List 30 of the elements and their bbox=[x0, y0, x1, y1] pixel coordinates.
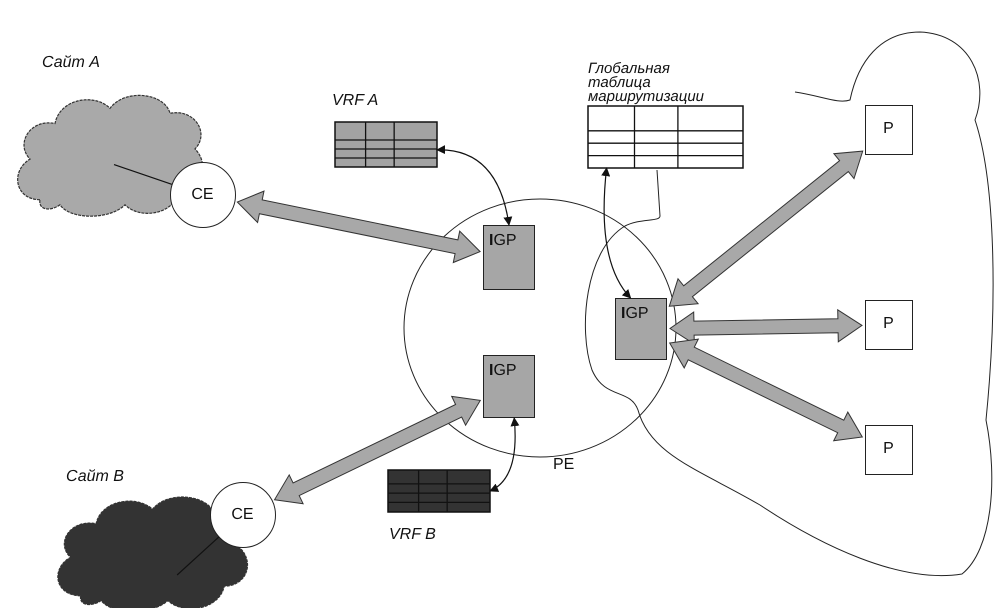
router-label: P bbox=[882, 440, 895, 458]
router-label: CE bbox=[190, 186, 215, 204]
protocol-label: IGP bbox=[489, 232, 517, 250]
connector-line bbox=[176, 536, 219, 576]
table-label: Глобальная таблица маршрутизации bbox=[588, 62, 706, 104]
double-arrow bbox=[236, 190, 481, 264]
protocol-label: IGP bbox=[489, 362, 517, 380]
protocol-box bbox=[483, 225, 535, 290]
curved-arrow bbox=[601, 167, 632, 299]
protocol-label: IGP bbox=[621, 305, 649, 323]
router-box bbox=[865, 300, 913, 350]
double-arrow bbox=[669, 308, 863, 346]
protocol-box bbox=[483, 355, 535, 418]
connector-line bbox=[114, 164, 172, 185]
double-arrow bbox=[274, 396, 482, 504]
table-label: VRF A bbox=[332, 92, 378, 110]
router-label: PE bbox=[553, 456, 574, 474]
curved-arrow bbox=[489, 417, 520, 492]
curved-arrow bbox=[436, 146, 512, 226]
double-arrow bbox=[668, 338, 864, 442]
site-label: Сайт B bbox=[66, 468, 124, 486]
site-label: Сайт A bbox=[42, 54, 100, 72]
router-label: P bbox=[882, 315, 895, 333]
router-box bbox=[865, 425, 913, 475]
router-label: P bbox=[882, 120, 895, 138]
double-arrow bbox=[668, 150, 864, 307]
protocol-box bbox=[615, 298, 667, 360]
table-label: VRF B bbox=[389, 526, 436, 544]
router-label: CE bbox=[230, 506, 255, 524]
router-box bbox=[865, 105, 913, 155]
